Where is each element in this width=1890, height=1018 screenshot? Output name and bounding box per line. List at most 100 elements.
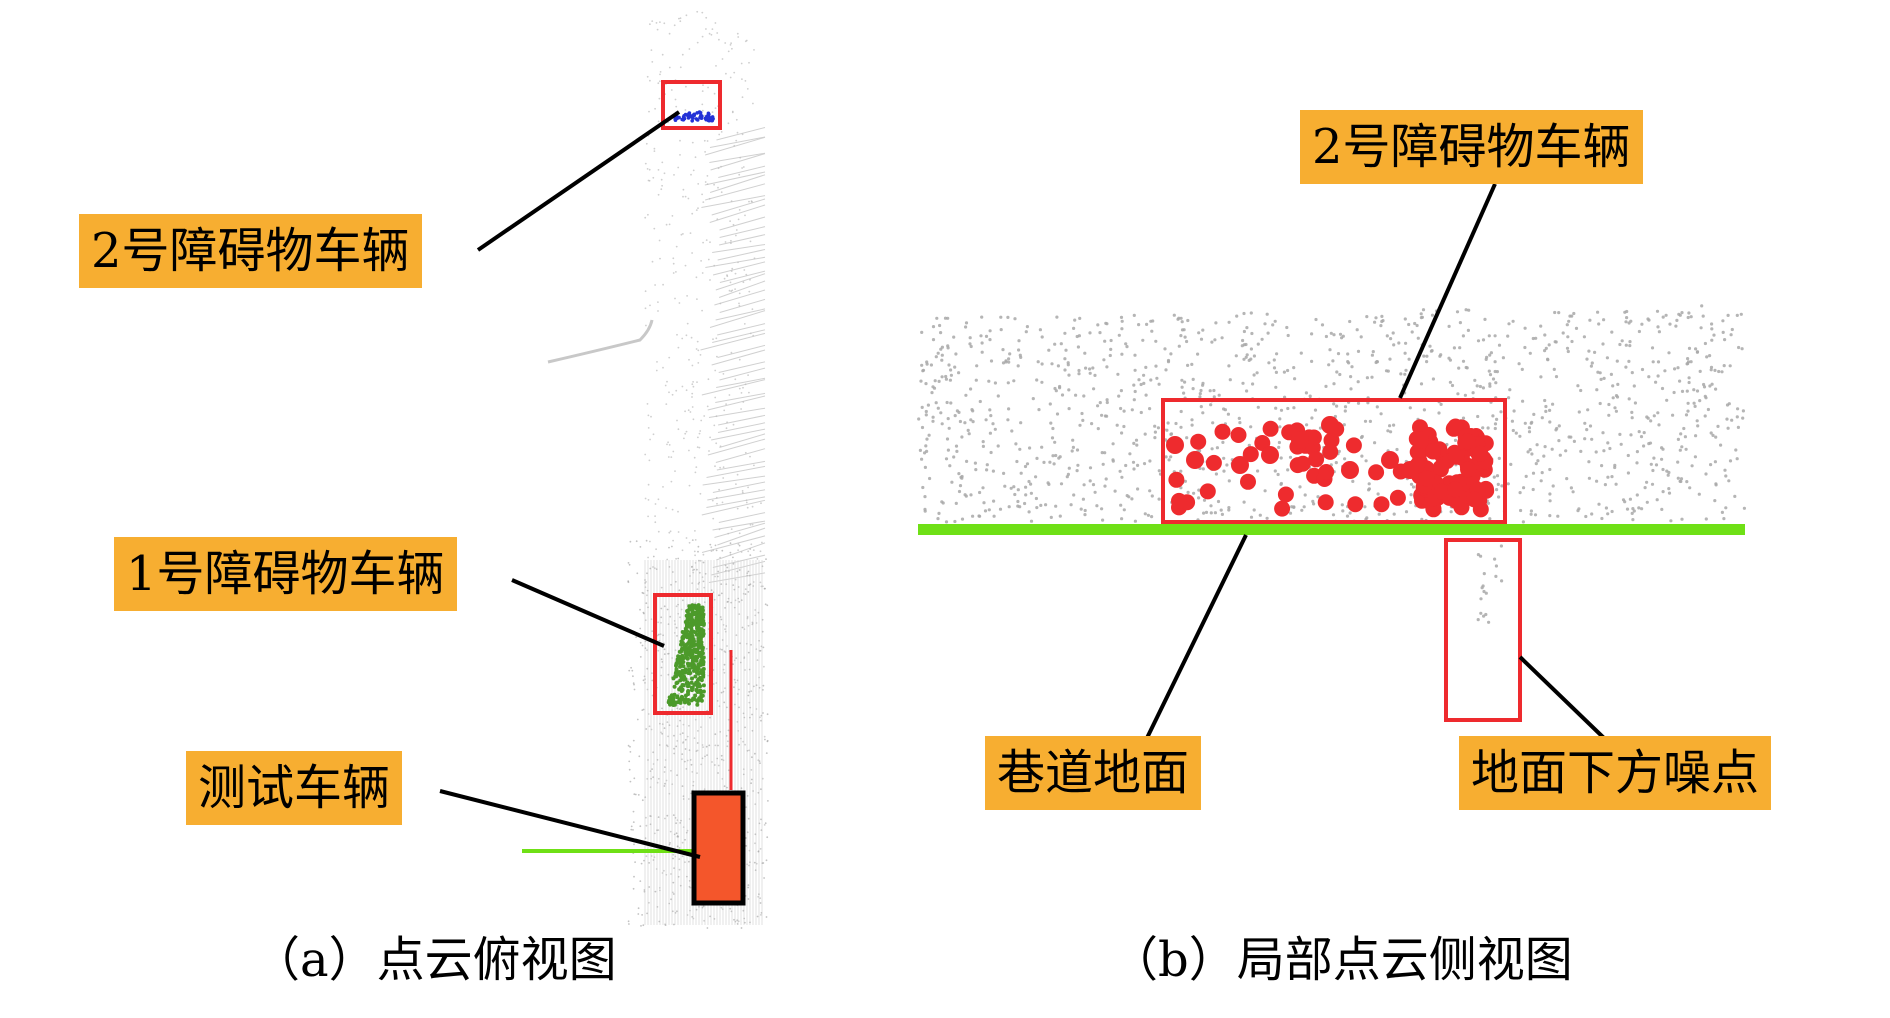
cloud-point — [1363, 505, 1367, 509]
cloud-point — [688, 358, 690, 361]
cloud-point — [1118, 469, 1122, 473]
cloud-point — [648, 110, 650, 113]
cloud-point — [920, 330, 924, 334]
cloud-point — [647, 179, 650, 182]
cloud-point — [647, 515, 649, 518]
cloud-point — [677, 557, 680, 560]
cloud-point — [660, 731, 662, 734]
cloud-point — [747, 651, 750, 654]
cloud-point — [999, 328, 1003, 332]
cloud-point — [940, 422, 944, 426]
cloud-point — [670, 769, 672, 772]
cloud-point — [1288, 455, 1293, 459]
scan-streak — [707, 395, 766, 411]
cloud-point — [1720, 370, 1724, 374]
cloud-point — [1677, 312, 1681, 316]
cloud-point — [654, 107, 656, 110]
cloud-point — [960, 476, 964, 480]
cloud-point — [1457, 366, 1461, 370]
cloud-point — [1293, 377, 1297, 381]
cloud-point — [649, 79, 651, 82]
cloud-point — [714, 575, 716, 578]
cloud-point — [1652, 414, 1656, 418]
cloud-point — [923, 507, 927, 511]
cloud-point — [1019, 471, 1023, 475]
cloud-point — [1274, 385, 1278, 389]
cloud-point — [1548, 420, 1552, 424]
cloud-point — [738, 387, 741, 390]
cloud-point — [980, 350, 984, 354]
cloud-point — [663, 653, 666, 655]
cloud-point — [1310, 359, 1314, 363]
cloud-point — [1018, 447, 1022, 451]
cloud-point — [1067, 373, 1071, 377]
cloud-point — [1083, 513, 1087, 517]
cloud-point — [764, 822, 767, 825]
cloud-point — [1586, 408, 1590, 412]
scan-streak — [705, 256, 766, 268]
obstacle1-point — [687, 640, 692, 645]
cloud-point — [676, 333, 678, 336]
obstacle1-point — [696, 623, 701, 628]
cloud-point — [1221, 440, 1225, 444]
cloud-point — [674, 470, 676, 472]
cloud-point — [1137, 323, 1141, 327]
cloud-point — [719, 466, 721, 469]
cloud-point — [1712, 333, 1716, 337]
cloud-point — [672, 857, 674, 860]
cloud-point — [1084, 366, 1088, 370]
cloud-point — [1340, 503, 1344, 507]
cloud-point — [1389, 430, 1393, 434]
cloud-point — [936, 406, 940, 410]
cloud-point — [1403, 372, 1407, 376]
cloud-point — [1363, 419, 1368, 423]
cloud-point — [765, 859, 768, 862]
cloud-point — [695, 276, 698, 279]
cloud-point — [657, 82, 660, 85]
cloud-point — [706, 927, 709, 929]
cloud-point — [1481, 338, 1486, 342]
cloud-point — [1278, 425, 1282, 429]
obstacle1-point — [692, 668, 696, 673]
leader-line-obstacle2-a — [476, 110, 681, 252]
obstacle2-point — [690, 119, 694, 123]
cloud-point — [1208, 389, 1212, 393]
scan-streak — [710, 153, 766, 171]
obstacle2-side-point — [1171, 492, 1187, 509]
cloud-point — [1277, 445, 1281, 449]
cloud-point — [670, 583, 672, 586]
cloud-point — [656, 361, 658, 363]
cloud-point — [1035, 456, 1039, 460]
cloud-point — [652, 433, 655, 436]
cloud-point — [637, 794, 640, 796]
cloud-point — [713, 92, 716, 95]
obstacle1-point — [683, 650, 688, 655]
cloud-point — [1308, 394, 1312, 398]
cloud-point — [627, 744, 630, 747]
cloud-point — [1674, 324, 1678, 328]
cloud-point — [678, 302, 681, 304]
cloud-point — [1488, 384, 1492, 388]
cloud-point — [1017, 339, 1021, 343]
top-view-wall-curve — [547, 319, 654, 364]
cloud-point — [736, 131, 739, 134]
cloud-point — [1136, 463, 1140, 467]
cloud-point — [978, 399, 982, 404]
cloud-point — [698, 432, 701, 435]
cloud-point — [1266, 331, 1270, 335]
cloud-point — [1380, 319, 1384, 324]
cloud-point — [1590, 512, 1594, 516]
cloud-point — [1543, 349, 1547, 353]
cloud-point — [639, 656, 642, 658]
obstacle1-point — [701, 659, 706, 664]
cloud-point — [1388, 357, 1392, 361]
cloud-point — [726, 645, 728, 647]
cloud-point — [765, 558, 767, 560]
cloud-point — [710, 546, 713, 549]
cloud-point — [940, 500, 944, 504]
cloud-point — [632, 682, 635, 685]
cloud-point — [737, 543, 740, 545]
cloud-point — [1250, 331, 1254, 336]
cloud-point — [645, 324, 647, 327]
cloud-point — [1684, 413, 1689, 417]
